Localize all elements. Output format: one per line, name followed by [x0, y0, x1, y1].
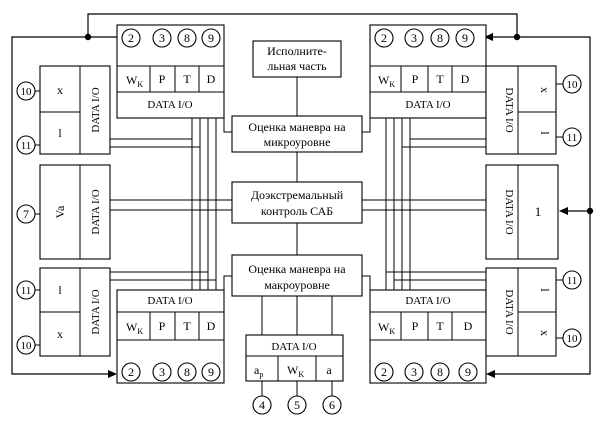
svg-text:3: 3: [411, 365, 417, 379]
macro-label-1: Оценка маневра на: [248, 262, 346, 276]
central-blocks: Исполните- льная часть Оценка маневра на…: [231, 40, 363, 382]
svg-text:P: P: [412, 319, 419, 333]
svg-text:6: 6: [329, 398, 335, 412]
pre-label-1: Доэкстремальный: [251, 188, 344, 202]
macro-label-2: макроуровне: [264, 278, 330, 292]
svg-text:5: 5: [294, 398, 300, 412]
right-bottom-box: DATA I/O l x: [485, 267, 557, 357]
svg-text:T: T: [436, 72, 444, 86]
ap-label: a: [254, 363, 260, 377]
svg-text:9: 9: [208, 31, 214, 45]
svg-text:2: 2: [128, 365, 134, 379]
micro-label-2: микроуровне: [264, 135, 331, 149]
svg-text:P: P: [159, 319, 166, 333]
right-middle-box: DATA I/O 1: [485, 164, 559, 260]
left-bottom-box: l x DATA I/O: [39, 267, 111, 357]
executive-label-1: Исполните-: [267, 44, 327, 58]
svg-text:3: 3: [159, 31, 165, 45]
svg-text:10: 10: [567, 333, 579, 345]
wk-label-bc: W: [287, 363, 299, 377]
svg-text:8: 8: [184, 31, 190, 45]
left-top-box: x l DATA I/O: [39, 65, 111, 155]
svg-text:DATA I/O: DATA I/O: [503, 289, 515, 334]
svg-text:x: x: [57, 327, 63, 341]
svg-text:11: 11: [567, 275, 578, 287]
svg-text:WK: WK: [378, 320, 395, 336]
pins-left: 10 11 7 11 10: [16, 81, 36, 355]
svg-text:11: 11: [567, 132, 578, 144]
pins-bottom-center: 4 5 6: [252, 395, 342, 415]
svg-text:DATA I/O: DATA I/O: [90, 87, 102, 132]
svg-text:WK: WK: [126, 320, 143, 336]
svg-text:2: 2: [128, 31, 134, 45]
data-io-tl: DATA I/O: [147, 99, 192, 111]
a-label: a: [326, 363, 332, 377]
svg-text:x: x: [57, 83, 63, 97]
svg-text:WK: WK: [287, 363, 304, 379]
svg-text:8: 8: [184, 365, 190, 379]
svg-text:T: T: [183, 319, 191, 333]
micro-label-1: Оценка маневра на: [248, 120, 346, 134]
internal-wires: [35, 70, 563, 396]
svg-text:x: x: [538, 330, 552, 336]
svg-text:11: 11: [21, 140, 32, 152]
data-io-tr: DATA I/O: [405, 99, 450, 111]
svg-text:4: 4: [259, 398, 265, 412]
svg-text:DATA I/O: DATA I/O: [503, 87, 515, 132]
svg-text:2: 2: [381, 31, 387, 45]
pins-bottom-left: 2 3 8 9: [121, 362, 221, 382]
svg-text:l: l: [58, 283, 62, 297]
svg-text:D: D: [461, 72, 470, 86]
pins-top-left: 2 3 8 9: [121, 28, 221, 48]
svg-text:8: 8: [437, 31, 443, 45]
data-io-br: DATA I/O: [405, 295, 450, 307]
svg-text:7: 7: [23, 207, 29, 221]
svg-text:10: 10: [567, 79, 579, 91]
svg-text:T: T: [183, 72, 191, 86]
svg-text:D: D: [464, 319, 473, 333]
svg-text:9: 9: [462, 31, 468, 45]
right-top-box: DATA I/O x l: [485, 65, 557, 155]
svg-text:T: T: [436, 319, 444, 333]
svg-text:l: l: [538, 131, 552, 135]
pins-right: 10 11 11 10: [562, 74, 582, 348]
pre-label-2: контроль САБ: [261, 204, 333, 218]
left-middle-box: Va DATA I/O: [39, 164, 111, 260]
svg-text:P: P: [159, 72, 166, 86]
va-label: Va: [53, 205, 67, 218]
svg-text:D: D: [207, 72, 216, 86]
svg-text:9: 9: [465, 365, 471, 379]
svg-text:10: 10: [21, 86, 33, 98]
one-label: 1: [535, 204, 542, 219]
svg-text:WK: WK: [378, 73, 395, 89]
executive-label-2: льная часть: [267, 59, 327, 73]
svg-text:9: 9: [208, 365, 214, 379]
svg-text:DATA I/O: DATA I/O: [503, 189, 515, 234]
svg-text:8: 8: [437, 365, 443, 379]
ap-sub: р: [259, 370, 263, 379]
svg-text:2: 2: [381, 365, 387, 379]
svg-text:P: P: [412, 72, 419, 86]
svg-text:3: 3: [159, 365, 165, 379]
svg-text:11: 11: [21, 285, 32, 297]
svg-text:x: x: [538, 87, 552, 93]
svg-text:10: 10: [21, 340, 33, 352]
svg-text:DATA I/O: DATA I/O: [90, 289, 102, 334]
svg-text:WK: WK: [126, 73, 143, 89]
svg-text:aр: aр: [254, 363, 263, 379]
svg-text:l: l: [58, 126, 62, 140]
outer-wires: [11, 13, 594, 378]
svg-text:D: D: [207, 319, 216, 333]
bottom-center-data-io: DATA I/O: [271, 341, 316, 353]
pins-top-right: 2 3 8 9: [374, 28, 475, 48]
svg-text:DATA I/O: DATA I/O: [90, 189, 102, 234]
svg-text:l: l: [538, 288, 552, 292]
pins-bottom-right: 2 3 8 9: [374, 362, 478, 382]
data-io-bl: DATA I/O: [147, 295, 192, 307]
svg-text:3: 3: [411, 31, 417, 45]
